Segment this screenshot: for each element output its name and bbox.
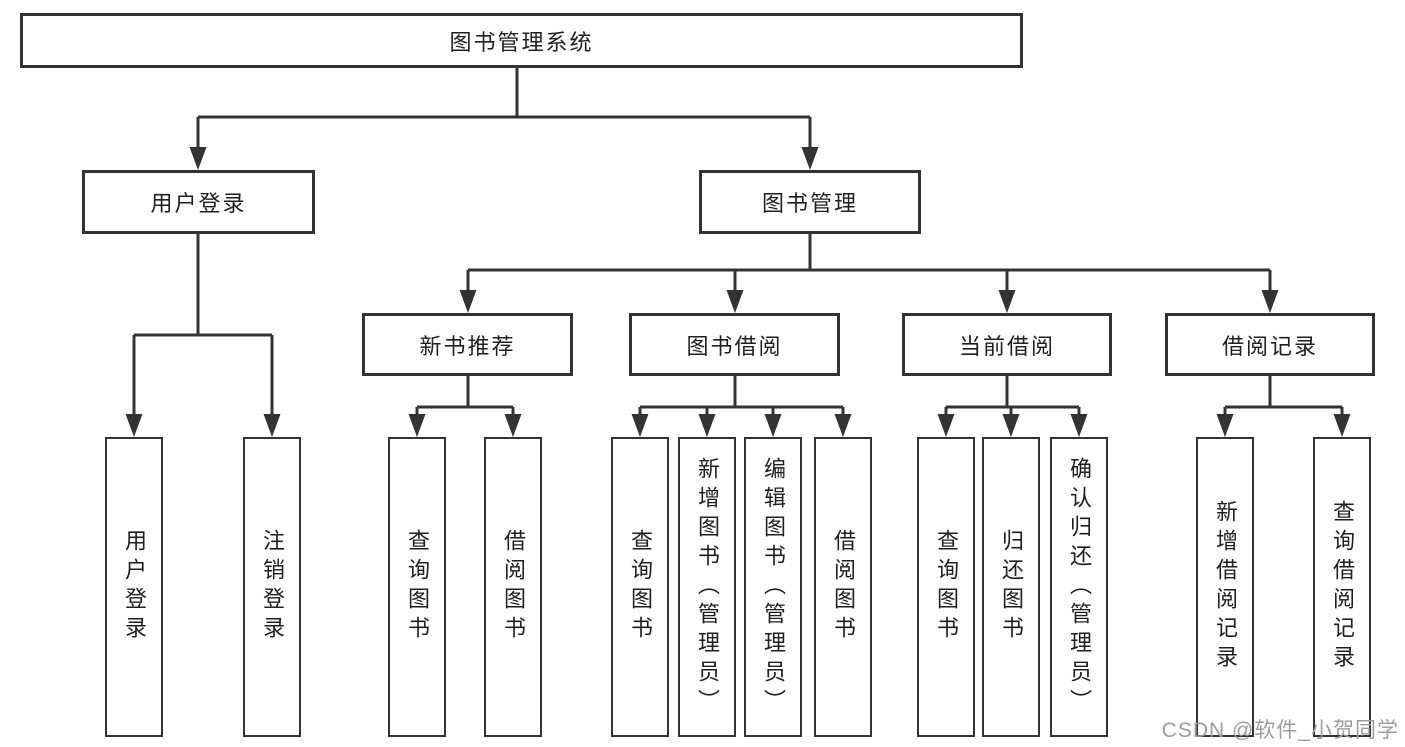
watermark: CSDN @软件_小贺同学 (1161, 719, 1399, 742)
leaf-return-book: 归还图书 (982, 437, 1040, 737)
leaf-add-borrow-record: 新增借阅记录 (1196, 437, 1254, 737)
leaf-query-books-borrow: 查询图书 (611, 437, 669, 737)
leaf-query-books-current: 查询图书 (917, 437, 975, 737)
node-current-borrow: 当前借阅 (902, 313, 1112, 376)
leaf-borrow-books-recommend: 借阅图书 (484, 437, 542, 737)
node-new-book-recommend: 新书推荐 (362, 313, 573, 376)
leaf-add-book-admin: 新增图书（管理员） (678, 437, 736, 737)
leaf-logout: 注销登录 (243, 437, 301, 737)
leaf-user-login: 用户登录 (105, 437, 163, 737)
leaf-confirm-return-admin: 确认归还（管理员） (1050, 437, 1108, 737)
leaf-edit-book-admin: 编辑图书（管理员） (744, 437, 802, 737)
leaf-borrow-books-borrow: 借阅图书 (814, 437, 872, 737)
node-borrow-records: 借阅记录 (1165, 313, 1375, 376)
node-root: 图书管理系统 (20, 13, 1023, 68)
leaf-query-books-recommend: 查询图书 (388, 437, 446, 737)
node-book-borrow: 图书借阅 (629, 313, 840, 376)
node-user-login: 用户登录 (82, 170, 315, 234)
leaf-query-borrow-record: 查询借阅记录 (1313, 437, 1371, 737)
node-book-management: 图书管理 (699, 170, 921, 234)
